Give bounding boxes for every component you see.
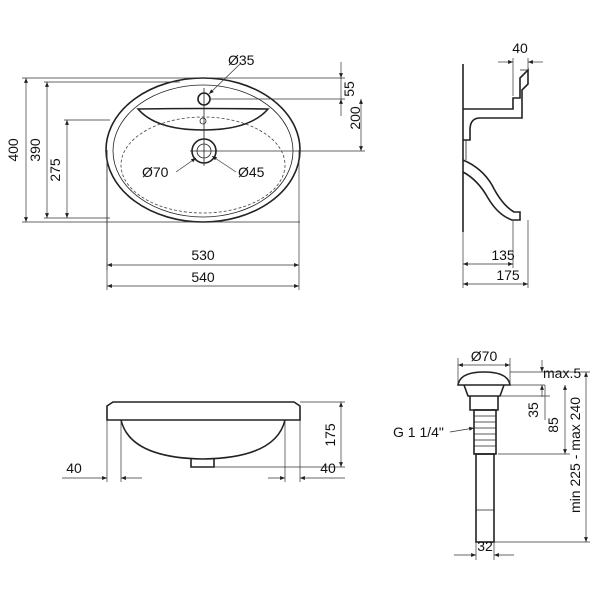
front-dim-175: 175 — [322, 423, 338, 447]
front-dim-right-40: 40 — [320, 460, 336, 476]
dim-55: 55 — [341, 81, 357, 97]
dim-275: 275 — [47, 158, 63, 182]
top-view: 400 390 275 55 200 530 540 Ø35 Ø70 Ø45 — [5, 52, 365, 290]
dim-200: 200 — [347, 106, 363, 130]
drain-thread — [473, 409, 497, 455]
dia-35: Ø35 — [228, 52, 255, 68]
drain-max-5: max.5 — [543, 365, 581, 381]
dim-390: 390 — [27, 138, 43, 162]
dim-540: 540 — [191, 269, 215, 285]
drain-dim-range: min 225 - max 240 — [567, 397, 583, 513]
tap-ledge — [136, 107, 270, 131]
dia-70: Ø70 — [142, 164, 169, 180]
basin-outer-rim — [105, 77, 301, 223]
overflow-mark — [199, 117, 207, 125]
front-dim-left-40: 40 — [66, 460, 82, 476]
side-dim-135: 135 — [491, 247, 515, 263]
side-rim — [463, 68, 529, 141]
front-bowl — [120, 419, 286, 460]
drain-dim-32: 32 — [477, 538, 493, 554]
drain-body — [469, 396, 499, 411]
drain-thread-label: G 1 1/4" — [393, 424, 444, 440]
dim-530: 530 — [191, 247, 215, 263]
side-dim-175: 175 — [496, 267, 520, 283]
front-view: 175 40 40 — [62, 401, 345, 482]
side-profile — [462, 64, 521, 232]
basin-bowl-dashed — [120, 116, 286, 214]
drain-dim-85: 85 — [545, 417, 561, 433]
drain-cap — [457, 371, 511, 386]
drain-neck — [463, 384, 505, 397]
drain-pipe — [475, 453, 495, 543]
drain-detail: Ø70 max.5 35 85 min 225 - max 240 32 G 1… — [393, 348, 590, 560]
dia-45: Ø45 — [238, 164, 265, 180]
side-dim-40: 40 — [512, 40, 528, 56]
side-view: 40 135 175 — [462, 40, 543, 288]
dim-400: 400 — [5, 138, 21, 162]
drain-dim-35: 35 — [525, 402, 541, 418]
thread-lines — [474, 415, 496, 447]
drain-dia-70: Ø70 — [471, 348, 498, 364]
front-rim — [106, 401, 301, 421]
front-drain — [190, 459, 215, 468]
